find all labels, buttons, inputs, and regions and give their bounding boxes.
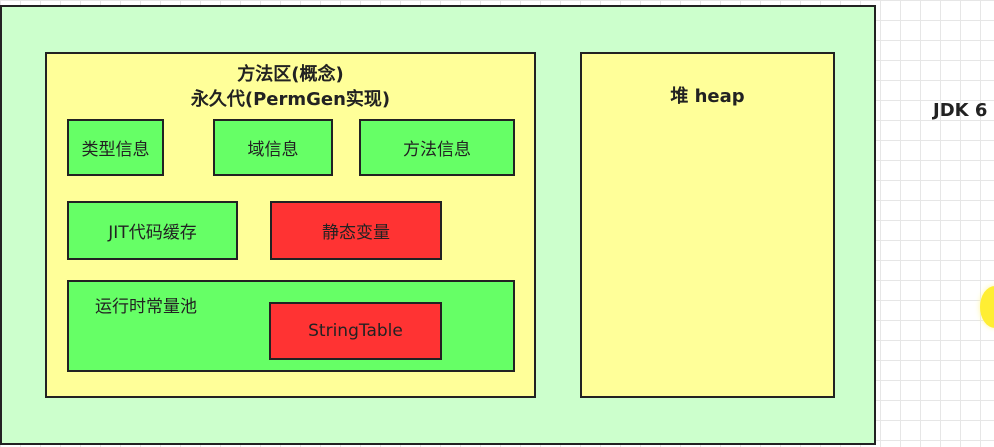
string-table-box: StringTable	[269, 302, 442, 360]
cursor-highlight	[980, 286, 994, 328]
field-info-box: 域信息	[213, 119, 333, 176]
runtime-constant-pool-label: 运行时常量池	[95, 297, 197, 317]
permgen-title: 永久代(PermGen实现)	[190, 89, 391, 110]
jdk-version-label: JDK 6	[933, 100, 988, 121]
jit-cache-box: JIT代码缓存	[67, 201, 238, 260]
heap-title: 堆 heap	[670, 86, 745, 107]
method-info-box: 方法信息	[359, 119, 515, 176]
method-area-title: 方法区(概念)	[237, 64, 344, 85]
type-info-box: 类型信息	[67, 119, 164, 176]
static-vars-box: 静态变量	[270, 201, 442, 260]
heap-box: 堆 heap	[580, 52, 835, 398]
